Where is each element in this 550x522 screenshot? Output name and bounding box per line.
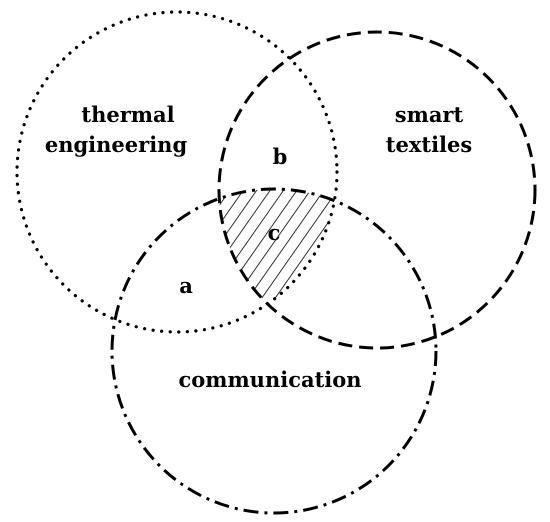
smart-textiles-circle — [217, 30, 537, 350]
region-b-label: b — [273, 144, 288, 169]
communication-circle — [110, 187, 438, 515]
region-a-label: a — [179, 273, 193, 298]
communication-label: communication — [178, 367, 361, 392]
smart-textiles-label-line2: textiles — [386, 132, 472, 157]
smart-textiles-label-line1: smart — [395, 102, 464, 127]
thermal-engineering-circle — [15, 10, 339, 334]
thermal-engineering-label-line1: thermal — [81, 102, 174, 127]
thermal-engineering-label-line2: engineering — [45, 132, 188, 157]
region-c-label: c — [268, 220, 281, 245]
